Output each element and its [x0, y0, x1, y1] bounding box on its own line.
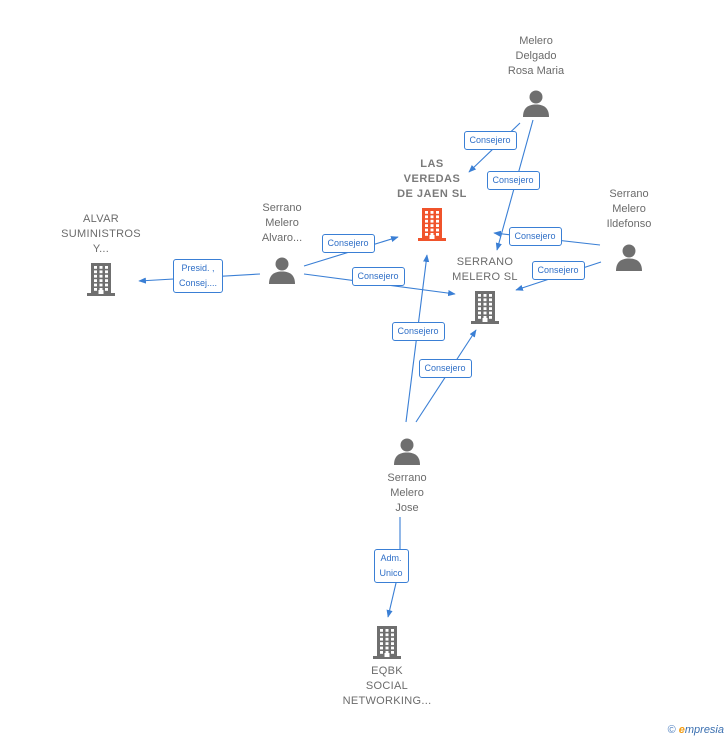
- edge-label-serrano_alvaro-to-alvar[interactable]: Presid. , Consej....: [173, 259, 224, 293]
- footer-brand: © empresia: [668, 724, 724, 736]
- edge-label-serrano_alvaro-to-las_veredas[interactable]: Consejero: [321, 233, 375, 253]
- edge-label-serrano_ildefonso-to-serrano_melero_sl[interactable]: Consejero: [531, 260, 585, 280]
- node-label-serrano-alvaro[interactable]: Serrano Melero Alvaro...: [261, 202, 303, 244]
- person-icon[interactable]: [392, 436, 422, 471]
- edge-label-serrano_ildefonso-to-las_veredas[interactable]: Consejero: [508, 226, 562, 246]
- edge-label-serrano_jose-to-las_veredas[interactable]: Consejero: [391, 321, 445, 341]
- node-label-las-veredas[interactable]: LAS VEREDAS DE JAEN SL: [397, 158, 467, 200]
- node-label-eqbk[interactable]: EQBK SOCIAL NETWORKING...: [342, 665, 432, 707]
- edge-label-serrano_jose-to-eqbk[interactable]: Adm. Unico: [373, 549, 409, 583]
- person-icon[interactable]: [267, 255, 297, 290]
- edge-label-serrano_alvaro-to-serrano_melero_sl[interactable]: Consejero: [351, 266, 405, 286]
- person-icon[interactable]: [614, 242, 644, 277]
- copyright-symbol: ©: [667, 724, 676, 736]
- node-label-serrano-jose[interactable]: Serrano Melero Jose: [387, 472, 427, 514]
- node-label-serrano-melero-sl[interactable]: SERRANO MELERO SL: [452, 256, 518, 283]
- node-label-melero-delgado[interactable]: Melero Delgado Rosa Maria: [507, 35, 565, 77]
- building-icon[interactable]: [372, 624, 402, 665]
- building-icon[interactable]: [86, 261, 116, 302]
- edge-label-serrano_jose-to-serrano_melero_sl[interactable]: Consejero: [418, 358, 472, 378]
- edge-label-melero_delgado-to-serrano_melero_sl[interactable]: Consejero: [486, 170, 540, 190]
- node-label-alvar[interactable]: ALVAR SUMINISTROS Y...: [61, 213, 141, 255]
- edge-label-melero_delgado-to-las_veredas[interactable]: Consejero: [463, 130, 517, 150]
- building-icon[interactable]: [470, 289, 500, 330]
- node-label-serrano-ildefonso[interactable]: Serrano Melero Ildefonso: [606, 188, 652, 230]
- brand-logo[interactable]: empresia: [678, 724, 724, 736]
- person-icon[interactable]: [521, 88, 551, 123]
- building-icon[interactable]: [417, 206, 447, 247]
